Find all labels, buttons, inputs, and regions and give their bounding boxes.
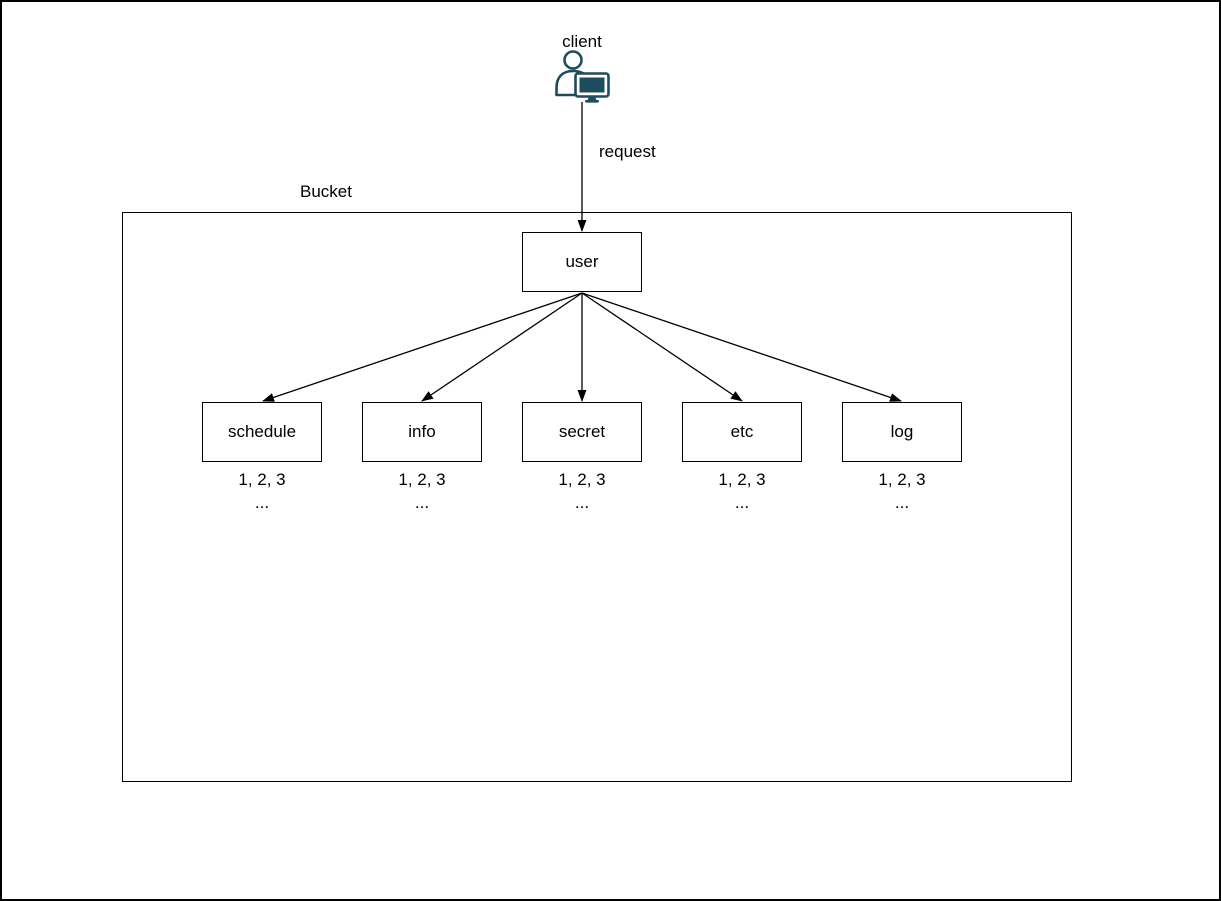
- items-more-secret: ...: [574, 493, 590, 512]
- arrow-user-to-schedule: [262, 292, 583, 402]
- node-etc-label: etc: [730, 422, 754, 441]
- monitor-screen: [579, 77, 605, 93]
- request-label: request: [599, 142, 656, 161]
- arrow-user-to-log: [581, 292, 902, 402]
- items-info: 1, 2, 3: [398, 470, 446, 489]
- items-more-etc: ...: [734, 493, 750, 512]
- items-more-info: ...: [414, 493, 430, 512]
- node-schedule-label: schedule: [227, 422, 297, 441]
- items-etc: 1, 2, 3: [718, 470, 766, 489]
- items-more-log: ...: [894, 493, 910, 512]
- node-schedule[interactable]: schedule: [202, 402, 322, 462]
- client-computer-icon: [555, 50, 610, 103]
- items-secret: 1, 2, 3: [558, 470, 606, 489]
- items-log: 1, 2, 3: [878, 470, 926, 489]
- monitor-base: [585, 100, 599, 103]
- node-secret-label: secret: [558, 422, 606, 441]
- node-log-label: log: [890, 422, 914, 441]
- node-secret[interactable]: secret: [522, 402, 642, 462]
- person-head: [563, 50, 583, 70]
- items-schedule: 1, 2, 3: [238, 470, 286, 489]
- node-info[interactable]: info: [362, 402, 482, 462]
- items-more-schedule: ...: [254, 493, 270, 512]
- arrow-user-to-etc: [581, 292, 743, 402]
- client-label: client: [562, 32, 602, 51]
- node-info-label: info: [408, 422, 436, 441]
- bucket-label: Bucket: [300, 182, 352, 201]
- node-log[interactable]: log: [842, 402, 962, 462]
- bucket-container: [122, 212, 1072, 782]
- node-user[interactable]: user: [522, 232, 642, 292]
- arrow-user-to-info: [421, 292, 583, 402]
- node-etc[interactable]: etc: [682, 402, 802, 462]
- monitor-stand: [587, 96, 597, 100]
- node-user-label: user: [565, 252, 599, 271]
